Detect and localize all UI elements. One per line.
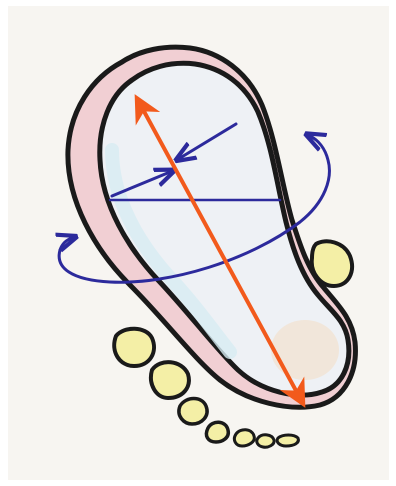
toe-fifth [206,422,228,442]
toe-sixth [234,430,254,446]
toe-second [114,329,154,366]
toe-third [151,362,189,398]
toe-seventh [257,435,274,447]
toe-eighth [277,435,298,446]
toe-fourth [179,399,207,425]
heel-tint [271,320,339,380]
rotation-ellipse-back [60,238,72,250]
big-toe [312,241,352,286]
